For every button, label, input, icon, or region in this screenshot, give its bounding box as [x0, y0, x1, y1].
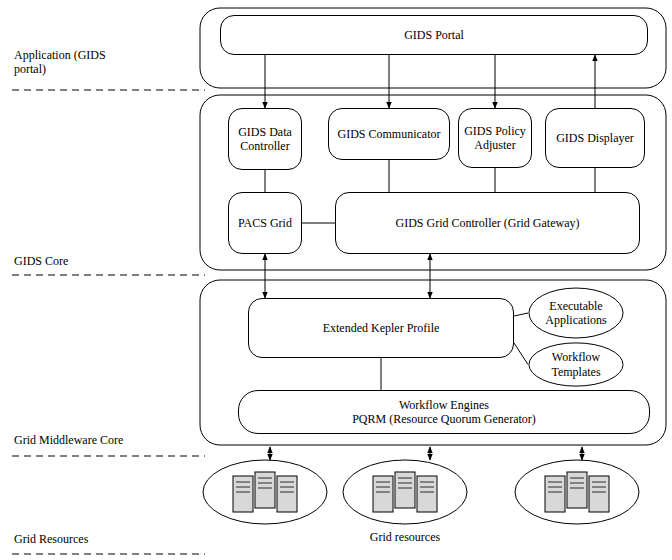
- connector: [495, 168, 496, 192]
- portal-box: GIDS Portal: [220, 15, 648, 55]
- node-text: GIDS Policy Adjuster: [464, 124, 526, 153]
- connector: [302, 223, 335, 224]
- connector: [495, 55, 496, 108]
- node-text: PQRM (Resource Quorum Generator): [352, 412, 536, 426]
- layer-label: GIDS Core: [14, 254, 174, 268]
- module-box: GIDS Communicator: [328, 108, 450, 160]
- connector: [381, 358, 382, 390]
- layer-divider: [12, 90, 205, 554]
- node-text: Workflow Engines: [399, 398, 489, 412]
- connector: [389, 55, 390, 108]
- layer-label: Grid Middleware Core: [14, 433, 194, 447]
- node-text: GIDS Displayer: [556, 131, 634, 145]
- resource-ellipse: Workflow Templates: [528, 342, 624, 387]
- connector: [514, 343, 528, 365]
- module-box: GIDS Displayer: [545, 108, 645, 168]
- application-band: [200, 8, 666, 88]
- layer-label: Grid Resources: [14, 532, 194, 546]
- engine-box: Workflow EnginesPQRM (Resource Quorum Ge…: [238, 390, 650, 434]
- connector: [514, 313, 528, 316]
- connector: [430, 254, 431, 298]
- core-band: [200, 95, 666, 270]
- module-box: GIDS Data Controller: [228, 108, 302, 170]
- node-text: GIDS Grid Controller (Grid Gateway): [396, 216, 580, 230]
- cluster-label: Grid resources: [345, 530, 465, 544]
- node-text: PACS Grid: [238, 216, 292, 230]
- node-text: GIDS Data Controller: [234, 125, 296, 154]
- connector: [265, 170, 266, 192]
- node-text: Extended Kepler Profile: [323, 321, 440, 335]
- connector: [265, 55, 266, 108]
- connector: [595, 55, 596, 108]
- connector: [389, 160, 390, 192]
- server-icons: [233, 472, 609, 512]
- module-box: PACS Grid: [228, 192, 302, 254]
- middleware-band: [200, 280, 666, 445]
- node-text: GIDS Communicator: [338, 127, 441, 141]
- node-text: GIDS Portal: [404, 28, 464, 42]
- resource-cluster: [203, 460, 639, 524]
- connector: [595, 168, 596, 192]
- node-text: Workflow Templates: [542, 350, 610, 379]
- profile-box: Extended Kepler Profile: [248, 298, 514, 358]
- node-text: Executable Applications: [542, 299, 610, 328]
- layer-label: Application (GIDS portal): [14, 48, 134, 77]
- gateway-box: GIDS Grid Controller (Grid Gateway): [335, 192, 640, 254]
- resource-arrow: [270, 447, 582, 460]
- connector: [265, 254, 266, 298]
- resource-ellipse: Executable Applications: [528, 287, 624, 339]
- module-box: GIDS Policy Adjuster: [458, 108, 532, 168]
